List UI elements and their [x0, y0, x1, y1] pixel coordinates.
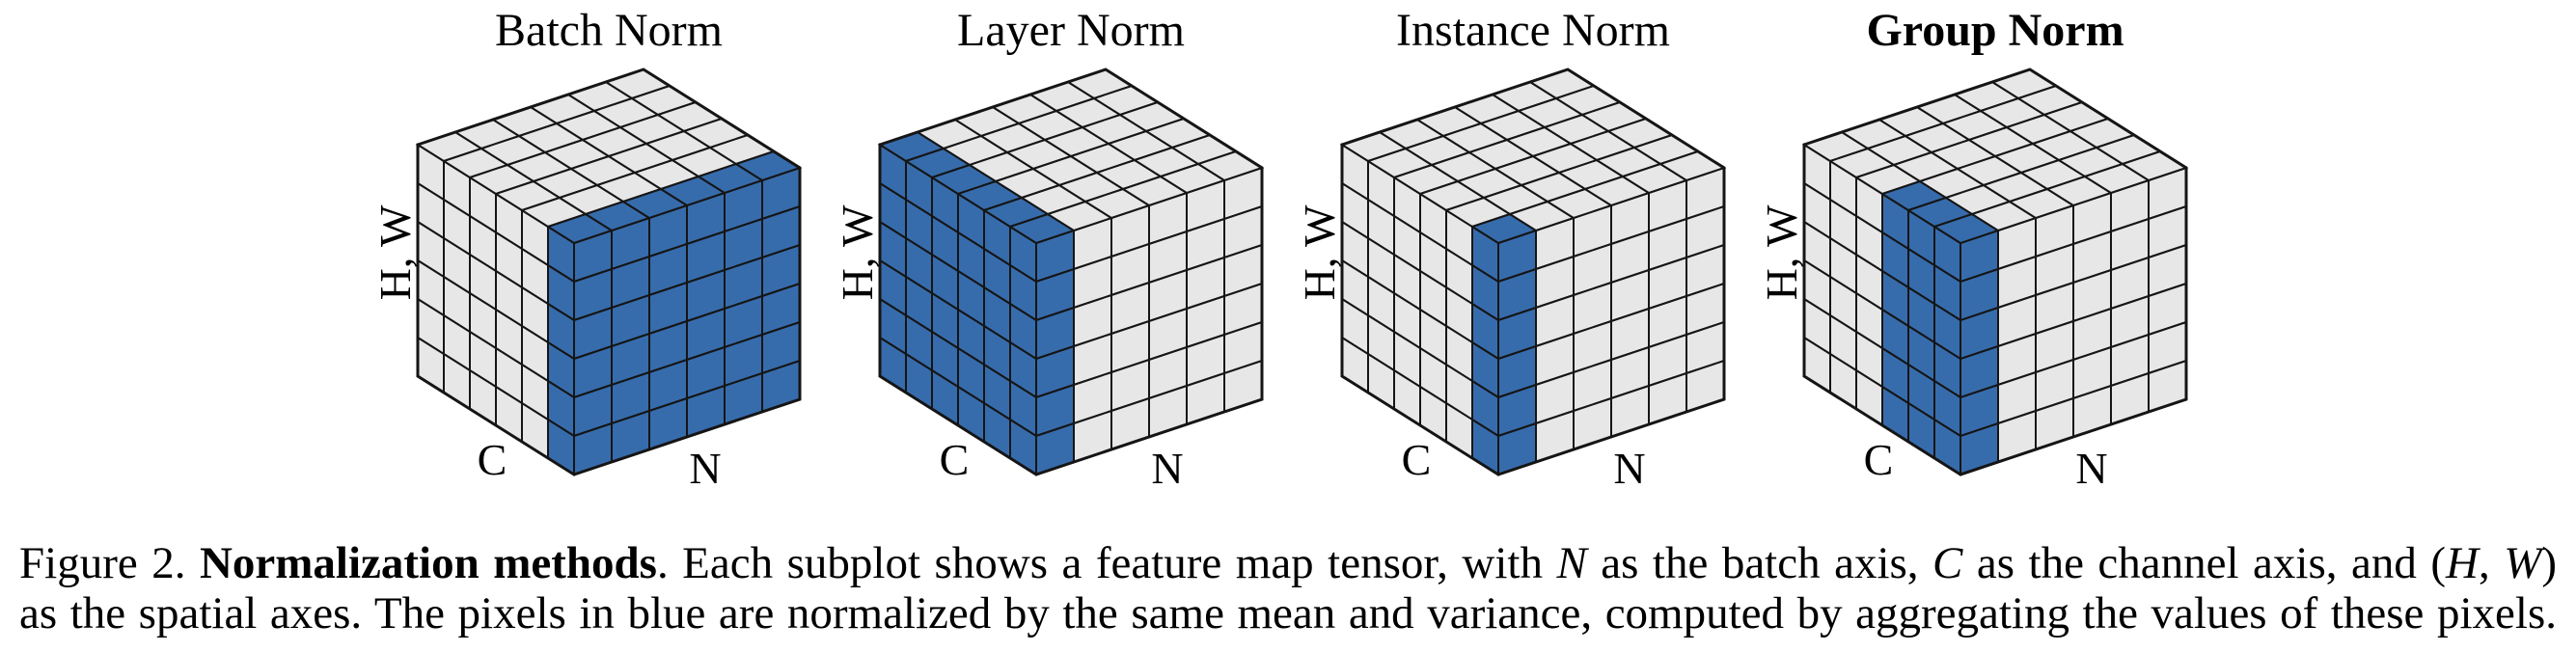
- axis-label-c-batch-norm: C: [477, 435, 507, 484]
- subplot-title-instance-norm: Instance Norm: [1396, 5, 1670, 56]
- subplot-title-batch-norm: Batch Norm: [495, 5, 723, 56]
- axis-label-c-layer-norm: C: [939, 435, 970, 484]
- axis-label-hw-instance-norm: H, W: [1295, 204, 1344, 301]
- caption-segment: N: [1556, 538, 1587, 588]
- axis-label-n-instance-norm: N: [1613, 444, 1646, 493]
- axis-label-n-group-norm: N: [2075, 444, 2108, 493]
- caption-segment: as the spatial axes. The pixels in blue …: [19, 588, 2557, 638]
- caption-segment: ,: [2478, 538, 2505, 588]
- axis-label-c-group-norm: C: [1863, 435, 1894, 484]
- caption-segment: H: [2446, 538, 2479, 588]
- caption-segment: Figure 2.: [19, 538, 200, 588]
- caption-segment: as the channel axis, and (: [1962, 538, 2447, 588]
- figure-caption: Figure 2. Normalization methods. Each su…: [19, 538, 2557, 638]
- axis-label-n-layer-norm: N: [1151, 444, 1184, 493]
- axis-label-hw-group-norm: H, W: [1757, 204, 1806, 301]
- caption-segment: ): [2541, 538, 2558, 588]
- subplot-title-group-norm: Group Norm: [1866, 5, 2124, 56]
- axis-label-hw-batch-norm: H, W: [370, 204, 420, 301]
- caption-segment: as the batch axis,: [1586, 538, 1933, 588]
- caption-line-1: Figure 2. Normalization methods. Each su…: [19, 538, 2557, 588]
- tensor-cube-outline: [1340, 68, 1726, 476]
- caption-segment: C: [1932, 538, 1963, 588]
- caption-segment: . Each subplot shows a feature map tenso…: [656, 538, 1557, 588]
- axis-label-c-instance-norm: C: [1401, 435, 1432, 484]
- subplot-title-layer-norm: Layer Norm: [957, 5, 1185, 56]
- axis-label-hw-layer-norm: H, W: [833, 204, 882, 301]
- tensor-cube-outline: [1802, 68, 2188, 476]
- caption-line-2: as the spatial axes. The pixels in blue …: [19, 588, 2557, 638]
- tensor-cube-outline: [878, 68, 1264, 476]
- tensor-cube-outline: [416, 68, 802, 476]
- axis-label-n-batch-norm: N: [689, 444, 722, 493]
- caption-segment: Normalization methods: [199, 538, 657, 588]
- caption-segment: W: [2504, 538, 2542, 588]
